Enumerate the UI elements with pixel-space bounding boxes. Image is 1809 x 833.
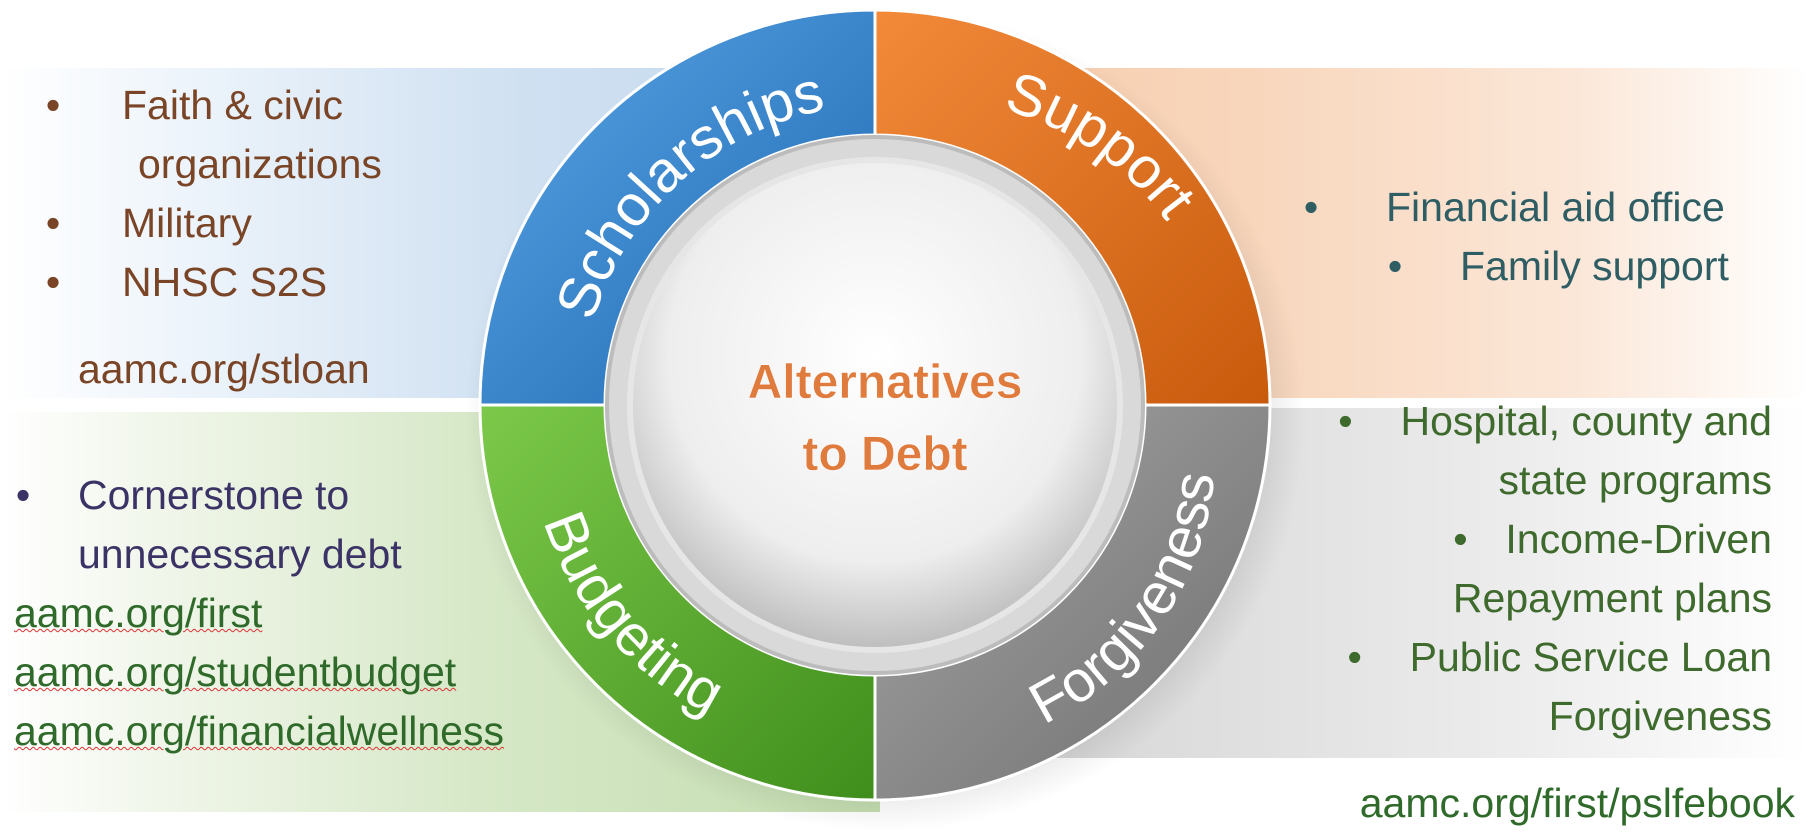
bullet-icon: • xyxy=(1303,184,1319,230)
list-item: Repayment plans xyxy=(1452,575,1772,621)
center-title-line1: Alternatives xyxy=(748,356,1023,409)
budgeting-link-studentbudget[interactable]: aamc.org/studentbudget xyxy=(14,649,457,695)
forgiveness-link[interactable]: aamc.org/first/pslfebook xyxy=(1359,780,1795,826)
list-item: •Faith & civic xyxy=(42,76,382,135)
list-item: unnecessary debt xyxy=(78,531,402,577)
center-disc xyxy=(627,157,1123,653)
budgeting-link-financialwellness[interactable]: aamc.org/financialwellness xyxy=(14,708,504,754)
list-item: •NHSC S2S xyxy=(42,253,382,312)
bullet-icon: • xyxy=(1387,243,1403,289)
list-item: •Financial aid office xyxy=(1300,178,1729,237)
list-item: •Income-Driven xyxy=(1334,510,1772,569)
budgeting-links: aamc.org/first aamc.org/studentbudget aa… xyxy=(14,584,504,761)
scholarships-list: •Faith & civic organizations •Military •… xyxy=(42,76,382,312)
bullet-icon: • xyxy=(1338,398,1353,444)
list-item: •Public Service Loan xyxy=(1334,628,1772,687)
bullet-icon: • xyxy=(45,259,61,305)
support-list: •Financial aid office •Family support xyxy=(1300,178,1729,296)
list-item: Forgiveness xyxy=(1548,693,1772,739)
forgiveness-list: •Hospital, county and state programs •In… xyxy=(1334,392,1772,746)
bullet-icon: • xyxy=(45,200,61,246)
bullet-icon: • xyxy=(45,82,61,128)
list-item: •Hospital, county and xyxy=(1334,392,1772,451)
bullet-icon: • xyxy=(1453,516,1468,562)
list-item: •Cornerstone to xyxy=(12,466,402,525)
budgeting-list: •Cornerstone to unnecessary debt xyxy=(12,466,402,584)
center-title-line2: to Debt xyxy=(802,428,967,481)
list-item: •Family support xyxy=(1300,237,1729,296)
list-item: organizations xyxy=(138,141,382,187)
list-item: •Military xyxy=(42,194,382,253)
list-item: state programs xyxy=(1498,457,1772,503)
scholarships-link[interactable]: aamc.org/stloan xyxy=(78,346,370,392)
bullet-icon: • xyxy=(15,472,31,518)
bullet-icon: • xyxy=(1347,634,1362,680)
budgeting-link-first[interactable]: aamc.org/first xyxy=(14,590,263,636)
